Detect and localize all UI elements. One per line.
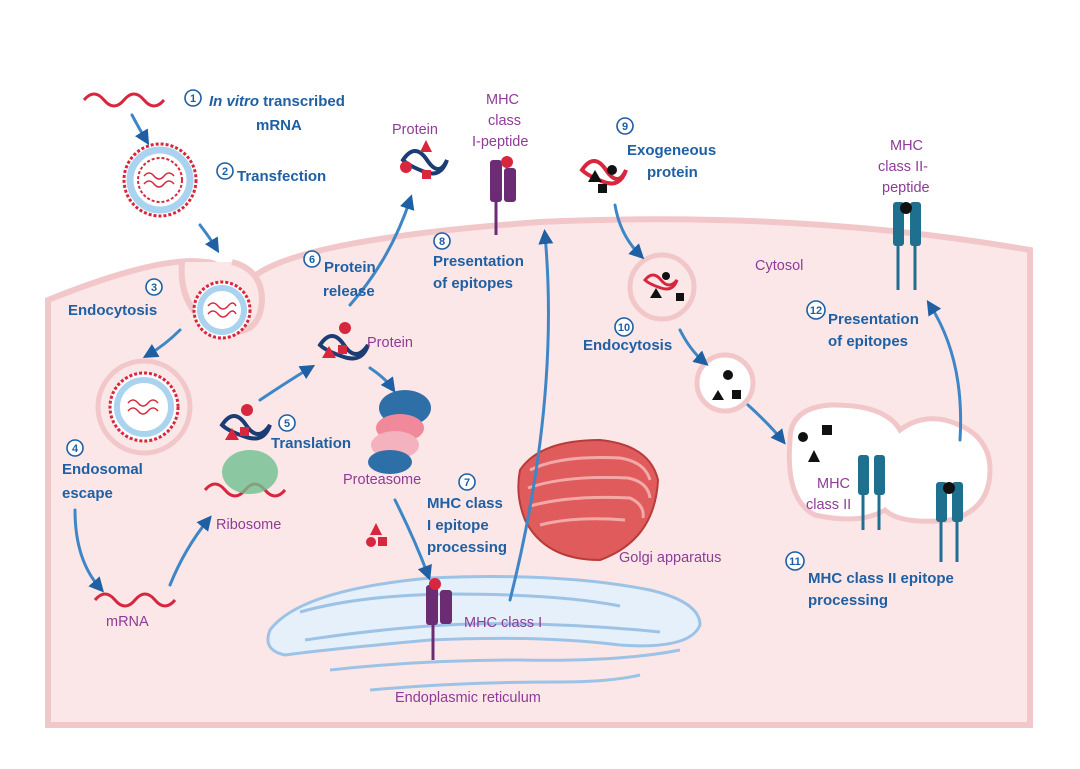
mhc1-peptide-label-line2: class	[488, 113, 521, 129]
step-1-label-line2: mRNA	[256, 117, 302, 134]
step-9-label-line1: Exogeneous	[627, 142, 716, 159]
mhc2-peptide-label-line3: peptide	[882, 180, 930, 196]
step-10-label: Endocytosis	[583, 337, 672, 354]
cytosolic-mrna-strand	[93, 592, 177, 608]
step-3-label: Endocytosis	[68, 302, 157, 319]
step-1-label: In vitro transcribed	[209, 93, 345, 110]
step-number-8: 8	[433, 232, 451, 250]
exogenous-protein	[579, 159, 628, 193]
step-9-label-line2: protein	[647, 164, 698, 181]
step-12-label-line1: Presentation	[828, 311, 919, 328]
step-7-label-line2: I epitope	[427, 517, 489, 534]
mhc-class-ii-label-line1: MHC	[817, 476, 850, 492]
mhc-class-i-peptide-complex	[490, 156, 516, 235]
ribosome	[222, 450, 278, 494]
svg-text:7: 7	[464, 477, 470, 489]
step-8-label-line1: Presentation	[433, 253, 524, 270]
step-number-2: 2	[216, 162, 234, 180]
step-7-label-line1: MHC class	[427, 495, 503, 512]
svg-text:4: 4	[72, 443, 79, 455]
cytosolic-protein	[317, 322, 370, 361]
step-6-label-line2: release	[323, 283, 375, 300]
peptide-fragments	[366, 523, 387, 547]
mrna-label: mRNA	[106, 614, 149, 630]
step-4-label-line1: Endosomal	[62, 461, 143, 478]
svg-text:12: 12	[810, 305, 822, 317]
mhc-class-ii-empty	[858, 455, 885, 530]
step-6-label-line1: Protein	[324, 259, 376, 276]
released-protein	[400, 140, 449, 179]
step-number-4: 4	[66, 439, 84, 457]
svg-text:5: 5	[284, 418, 290, 430]
step-2-label: Transfection	[237, 168, 326, 185]
svg-text:1: 1	[190, 93, 196, 105]
mhc-class-ii-loaded	[936, 482, 963, 562]
endocytosed-nanoparticle	[192, 280, 252, 340]
svg-text:11: 11	[789, 556, 801, 568]
svg-text:10: 10	[618, 322, 630, 334]
flow-arrows	[73, 113, 963, 602]
er-label: Endoplasmic reticulum	[395, 690, 541, 706]
step-number-6: 6	[303, 250, 321, 268]
svg-text:3: 3	[151, 282, 157, 294]
step-5-label: Translation	[271, 435, 351, 452]
protein-top-label: Protein	[392, 122, 438, 138]
translated-protein	[219, 404, 272, 441]
svg-text:8: 8	[439, 236, 445, 248]
step-4-label-line2: escape	[62, 485, 113, 502]
endosome-with-nanoparticle	[95, 358, 193, 456]
mhc-class-i-label: MHC class I	[464, 615, 542, 631]
svg-text:2: 2	[222, 166, 228, 178]
lipid-nanoparticle	[122, 142, 198, 218]
step-number-7: 7	[458, 473, 476, 491]
late-endosome	[694, 352, 756, 414]
step-number-10: 10	[614, 317, 634, 337]
mhc1-peptide-label-line3: I-peptide	[472, 134, 528, 150]
proteasome	[368, 390, 431, 474]
svg-text:9: 9	[622, 121, 628, 133]
mhc2-peptide-label-line1: MHC	[890, 138, 923, 154]
svg-text:6: 6	[309, 254, 315, 266]
step-12-label-line2: of epitopes	[828, 333, 908, 350]
step-7-label-line3: processing	[427, 539, 507, 556]
golgi-label: Golgi apparatus	[619, 550, 721, 566]
step-number-12: 12	[806, 300, 826, 320]
mhc-class-ii-label-line2: class II	[806, 497, 851, 513]
exogenous-endosome	[627, 252, 697, 322]
step-11-label-line2: processing	[808, 592, 888, 609]
protein-mid-label: Protein	[367, 335, 413, 351]
mhc1-peptide-label-line1: MHC	[486, 92, 519, 108]
step-number-5: 5	[278, 414, 296, 432]
step-number-1: 1	[184, 89, 202, 107]
step-number-11: 11	[785, 551, 805, 571]
ivt-mrna-strand	[82, 92, 166, 108]
golgi-apparatus	[517, 438, 660, 562]
step-8-label-line2: of epitopes	[433, 275, 513, 292]
step-number-9: 9	[616, 117, 634, 135]
proteasome-label: Proteasome	[343, 472, 421, 488]
cytosol-label: Cytosol	[755, 258, 803, 274]
mhc-class-i-on-er	[426, 578, 452, 660]
step-number-3: 3	[145, 278, 163, 296]
ribosome-label: Ribosome	[216, 517, 281, 533]
mhc-class-ii-peptide-complex	[893, 202, 921, 290]
mhc2-peptide-label-line2: class II-	[878, 159, 928, 175]
step-11-label-line1: MHC class II epitope	[808, 570, 954, 587]
